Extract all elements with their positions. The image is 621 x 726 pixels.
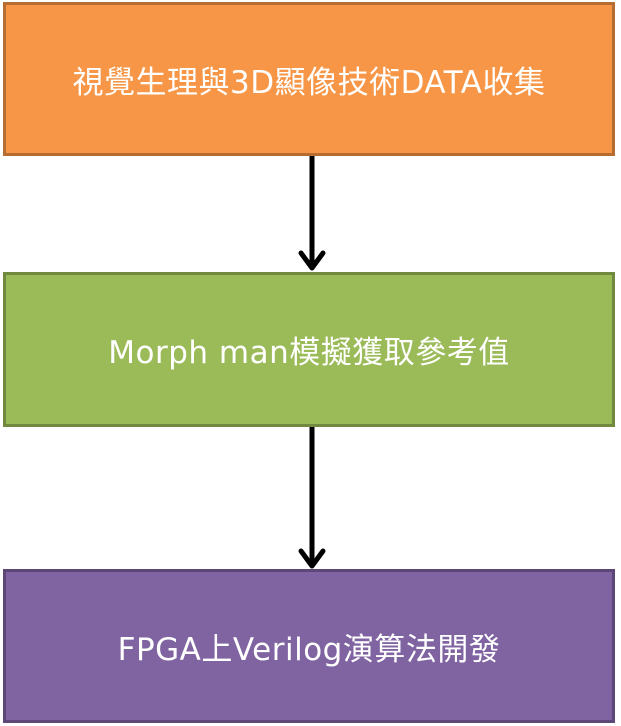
step-3-label: FPGA上Verilog演算法開發 [117, 631, 501, 668]
step-2-label: Morph man模擬獲取參考值 [108, 335, 510, 371]
step-1-label: 視覺生理與3D顯像技術DATA收集 [72, 64, 546, 101]
arrow-down-icon [298, 156, 326, 271]
step-2-box: Morph man模擬獲取參考值 [3, 272, 615, 427]
arrow-down-icon [298, 427, 326, 569]
step-1-box: 視覺生理與3D顯像技術DATA收集 [3, 2, 615, 156]
step-3-box: FPGA上Verilog演算法開發 [3, 569, 615, 723]
